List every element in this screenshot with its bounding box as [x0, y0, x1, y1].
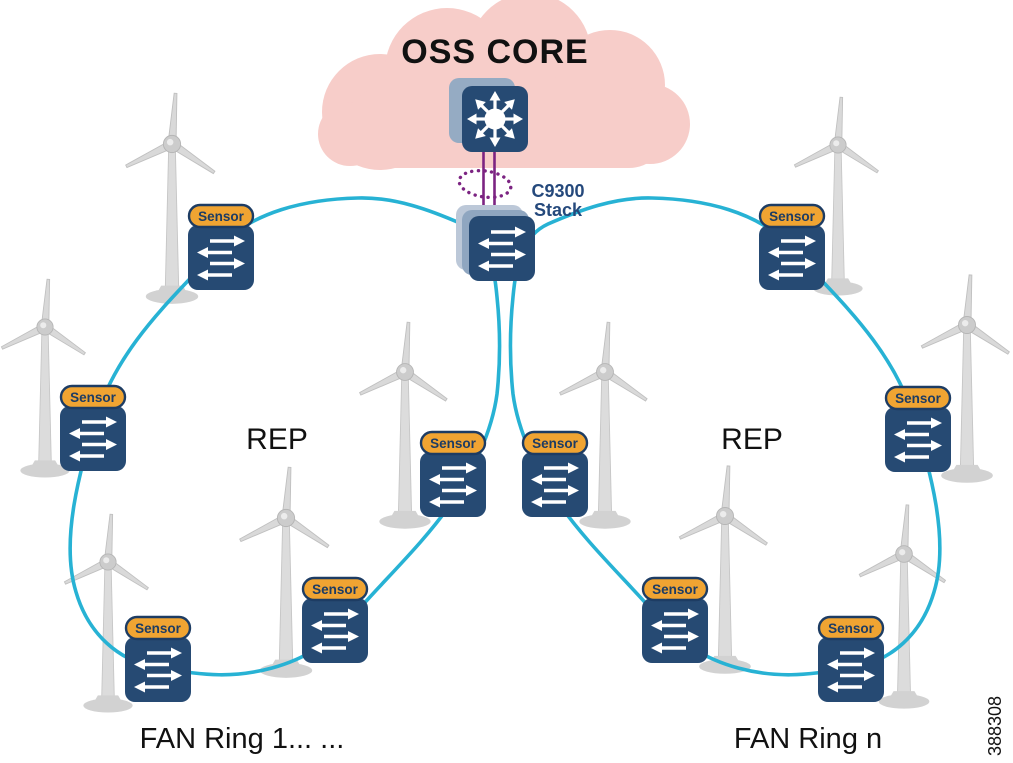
- core-switch-icon: [462, 86, 528, 152]
- sensor-badge: [884, 385, 952, 411]
- sensor-badge: [641, 576, 709, 602]
- sensor-badge-label: Sensor: [652, 582, 699, 597]
- sensor-badge-label: Sensor: [198, 209, 245, 224]
- sensor-node-left-mid: Sensor: [419, 430, 487, 517]
- sensor-node-left-bottom-center: Sensor: [301, 576, 369, 663]
- sensor-switch-icon: [522, 452, 588, 517]
- oss-core-title: OSS CORE: [401, 33, 588, 71]
- sensor-switch-icon: [60, 406, 126, 471]
- sensor-badge-label: Sensor: [70, 390, 117, 405]
- sensor-node-right-top: Sensor: [758, 203, 826, 290]
- sensor-node-left-west: Sensor: [59, 384, 127, 471]
- sensor-node-left-top: Sensor: [187, 203, 255, 290]
- sensor-switch-icon: [188, 225, 254, 290]
- sensor-badge-label: Sensor: [430, 436, 477, 451]
- sensor-badge-label: Sensor: [895, 391, 942, 406]
- sensor-node-right-bottom-center: Sensor: [641, 576, 709, 663]
- sensor-node-right-east: Sensor: [884, 385, 952, 472]
- sensor-node-right-bottom: Sensor: [817, 615, 885, 702]
- sensor-badge: [817, 615, 885, 641]
- stack-switch-icon: [469, 216, 535, 281]
- rep-ring-left-path: [68, 196, 502, 677]
- sensor-node-left-bottom: Sensor: [124, 615, 192, 702]
- sensor-badge-label: Sensor: [312, 582, 359, 597]
- sensor-badge-label: Sensor: [135, 621, 182, 636]
- sensor-badge: [419, 430, 487, 456]
- rep-ring-right-path: [508, 196, 942, 677]
- rep-label-left: REP: [246, 423, 308, 456]
- sensor-switch-icon: [818, 637, 884, 702]
- sensor-badge-label: Sensor: [828, 621, 875, 636]
- sensor-switch-icon: [642, 598, 708, 663]
- sensor-badge-label: Sensor: [769, 209, 816, 224]
- sensor-switch-icon: [420, 452, 486, 517]
- figure-number: 388308: [985, 696, 1005, 756]
- sensor-badge: [124, 615, 192, 641]
- sensor-node-right-mid: Sensor: [521, 430, 589, 517]
- oss-core-switch: [449, 78, 528, 152]
- rep-label-right: REP: [721, 423, 783, 456]
- fan-ring-1-caption: FAN Ring 1... ...: [140, 723, 345, 755]
- sensor-switch-icon: [302, 598, 368, 663]
- sensor-badge: [301, 576, 369, 602]
- c9300-stack-switch: [456, 205, 535, 281]
- fan-ring-n-caption: FAN Ring n: [734, 723, 882, 755]
- sensor-badge: [59, 384, 127, 410]
- c9300-label-line1: C9300: [531, 181, 584, 201]
- link-aggregation-ellipse: [457, 168, 513, 200]
- sensor-switch-icon: [125, 637, 191, 702]
- sensor-badge: [187, 203, 255, 229]
- sensor-badge-label: Sensor: [532, 436, 579, 451]
- sensor-switch-icon: [885, 407, 951, 472]
- c9300-label-line2: Stack: [534, 200, 583, 220]
- sensor-switch-icon: [759, 225, 825, 290]
- sensor-badge: [758, 203, 826, 229]
- sensor-badge: [521, 430, 589, 456]
